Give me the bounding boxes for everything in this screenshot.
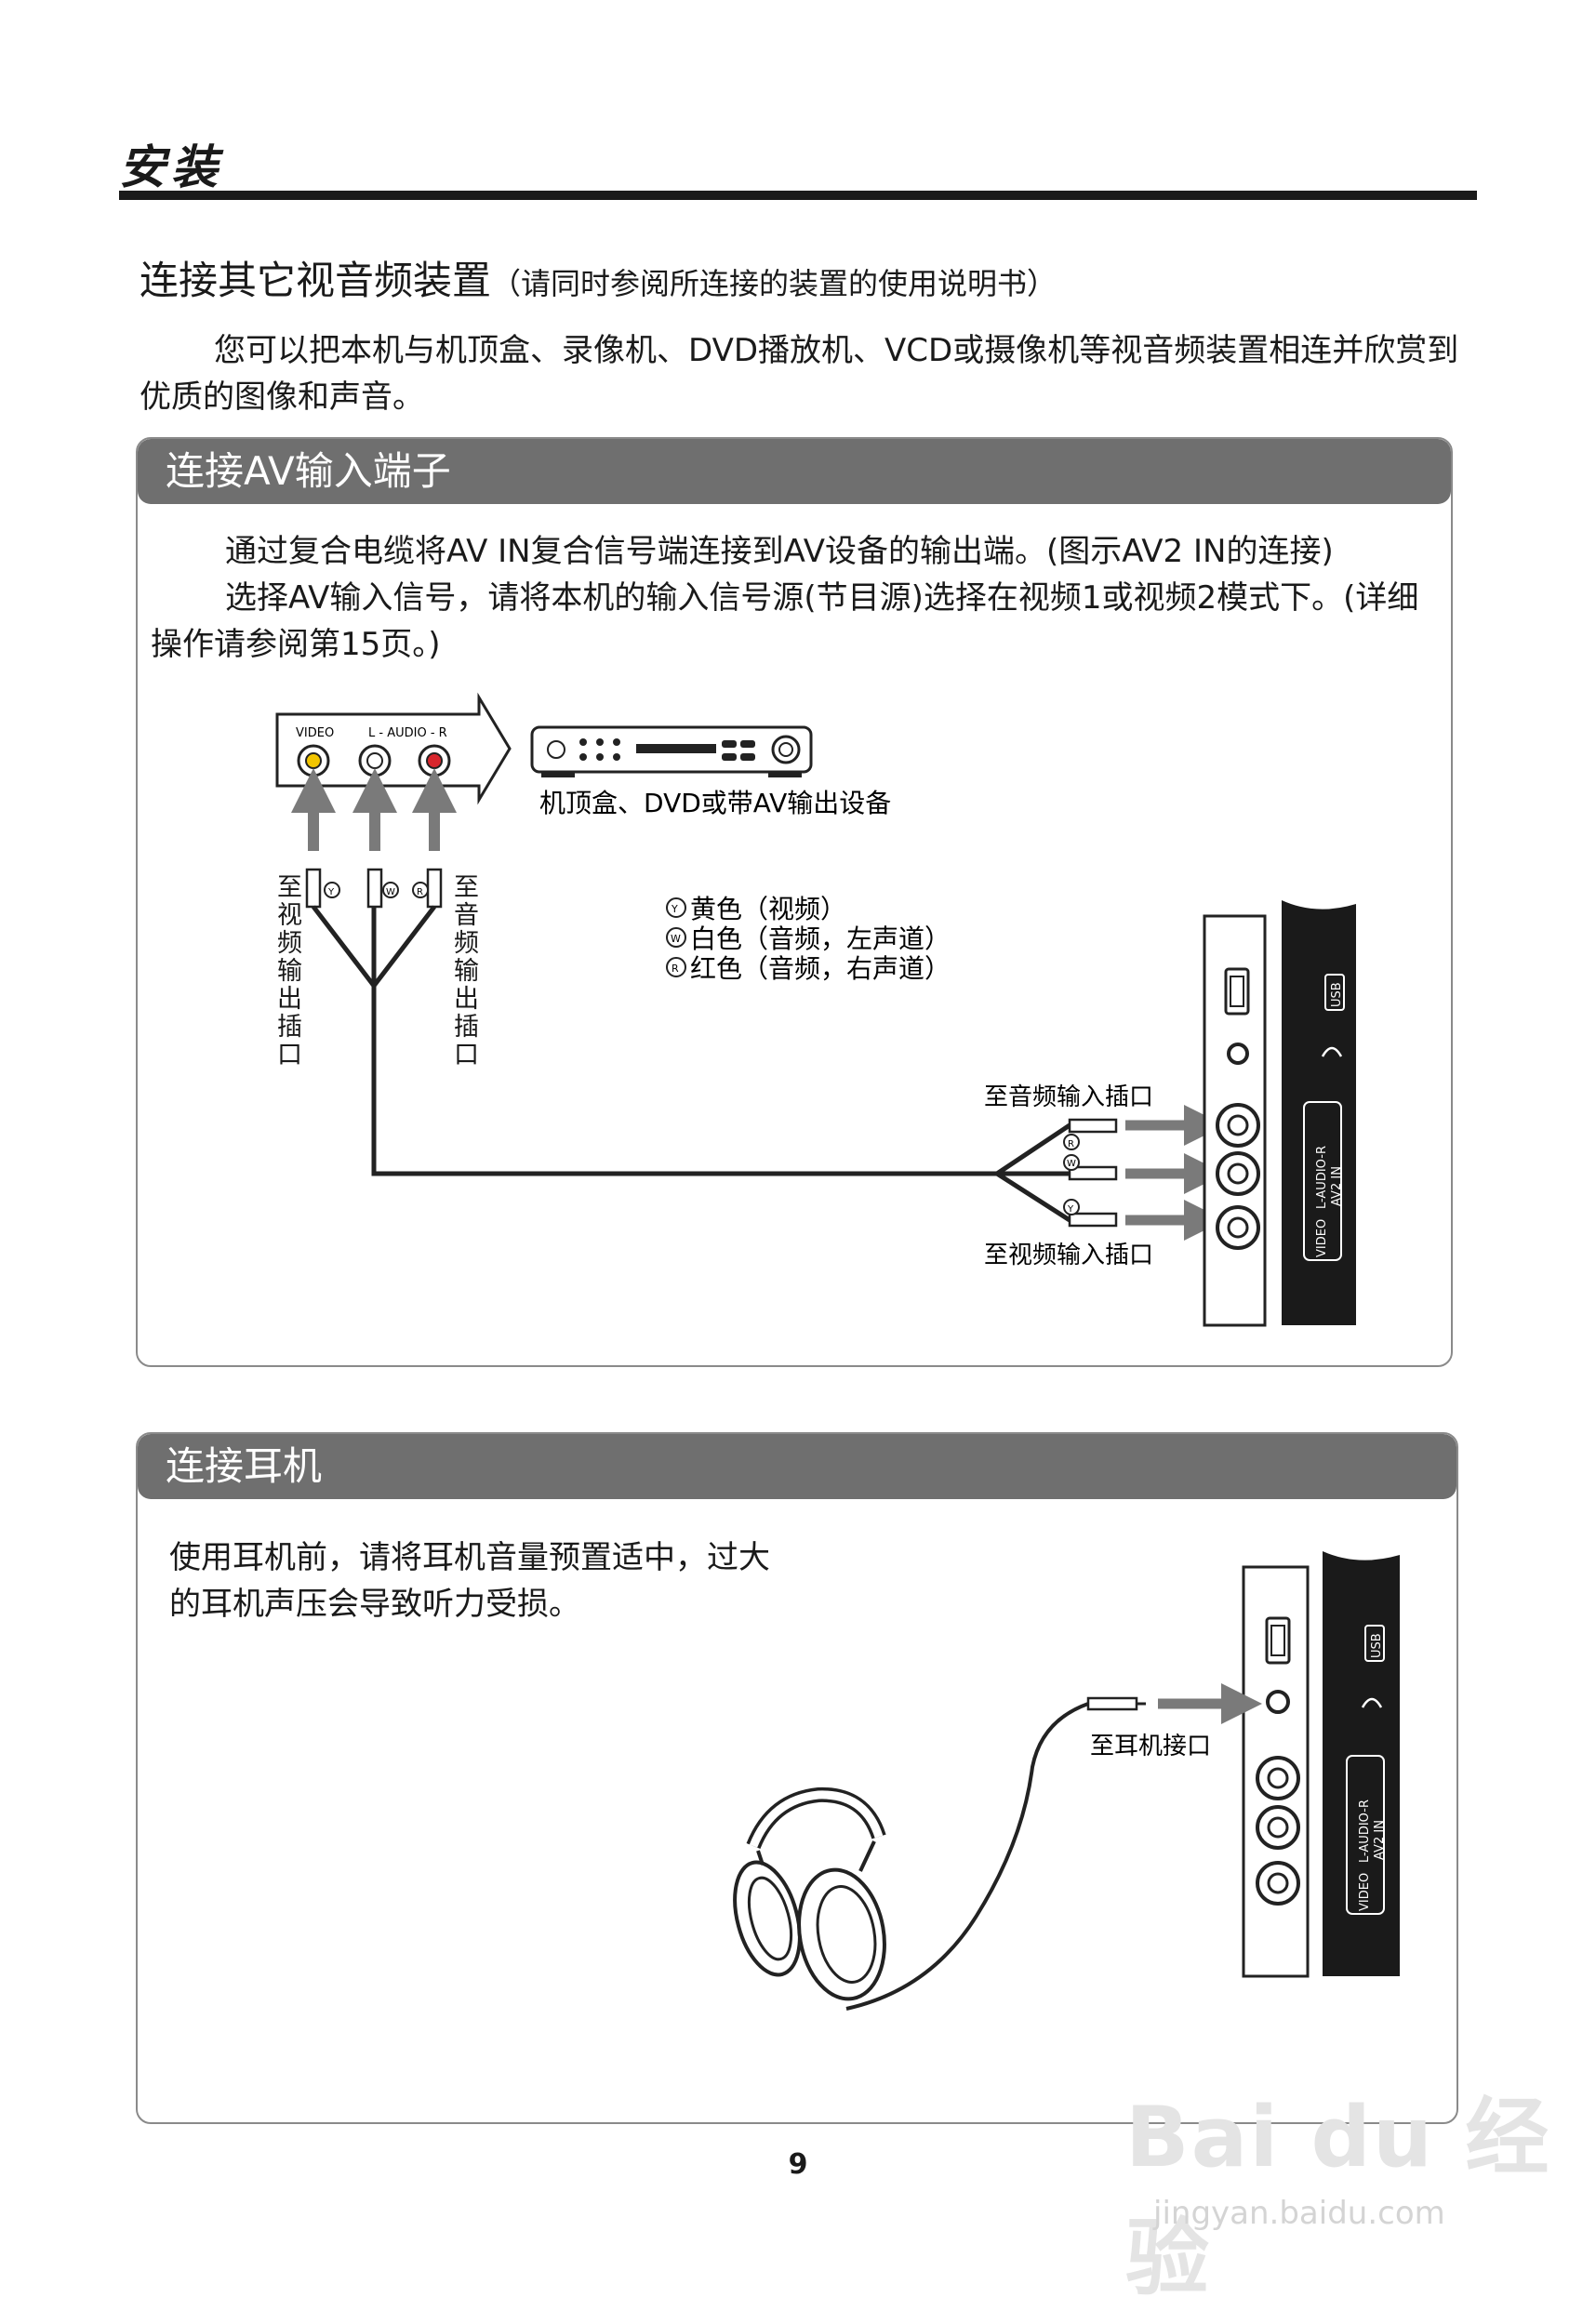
watermark-url: jingyan.baidu.com — [1153, 2195, 1445, 2232]
tv-side-panel-av: USB L-AUDIO-R AV2 IN VIDEO — [1203, 900, 1356, 1327]
page-header-title: 安装 — [119, 139, 223, 194]
av-box-header: 连接AV输入端子 — [138, 439, 1451, 504]
legend-sym-r: R — [672, 963, 679, 975]
header-rule — [119, 191, 1477, 200]
panel-audio-label: L - AUDIO - R — [368, 726, 447, 740]
section-note: （请同时参阅所连接的装置的使用说明书） — [491, 266, 1057, 301]
hp-box-header: 连接耳机 — [138, 1434, 1456, 1499]
tv-av2-label: AV2 IN — [1330, 1166, 1344, 1206]
color-legend: Y 黄色（视频） W 白色（音频，左声道） R 红色（音频，右声道） — [666, 894, 951, 984]
hp-tv-usb-label: USB — [1370, 1633, 1384, 1658]
tv-side-panel-hp: USB L-AUDIO-R AV2 IN VIDEO — [1242, 1551, 1400, 1978]
to-audio-out-label: 至音频输出插口 — [454, 873, 479, 1069]
tv-video-label: VIDEO — [1315, 1219, 1329, 1257]
legend-sym-y: Y — [671, 903, 678, 915]
panel-video-label: VIDEO — [296, 726, 334, 740]
tv-side-plugs: R W Y — [1063, 1118, 1118, 1228]
legend-white: 白色（音频，左声道） — [690, 923, 951, 954]
page-number: 9 — [788, 2148, 808, 2181]
tv-usb-label: USB — [1330, 982, 1344, 1007]
to-video-out-label: 至视频输出插口 — [277, 873, 302, 1069]
sym-r-src: R — [417, 887, 423, 897]
legend-yellow: 黄色（视频） — [690, 894, 846, 924]
headphone-cable — [845, 1702, 1089, 2011]
to-earphone-label: 至耳机接口 — [1090, 1733, 1211, 1760]
dvd-player-device — [530, 725, 813, 777]
sym-r-tv: R — [1068, 1139, 1074, 1149]
legend-sym-w: W — [671, 933, 681, 945]
headphone-box: 连接耳机 使用耳机前，请将耳机音量预置适中，过大 的耳机声压会导致听力受损。 — [136, 1432, 1458, 2124]
earphone-plug — [1086, 1696, 1138, 1711]
hp-tv-audio-label: L-AUDIO-R — [1358, 1800, 1372, 1863]
av-text-line1: 通过复合电缆将AV IN复合信号端连接到AV设备的输出端。(图示AV2 IN的连… — [225, 533, 1334, 570]
legend-red: 红色（音频，右声道） — [690, 953, 951, 984]
sym-w-src: W — [386, 887, 395, 897]
hp-text-line1: 使用耳机前，请将耳机音量预置适中，过大 — [169, 1539, 770, 1576]
hp-text-line2: 的耳机声压会导致听力受损。 — [169, 1586, 580, 1623]
section-title-text: 连接其它视音频装置 — [140, 258, 492, 303]
to-audio-in-label: 至音频输入插口 — [984, 1083, 1153, 1111]
headphones-icon — [733, 1786, 886, 2001]
sym-w-tv: W — [1067, 1159, 1076, 1169]
section-title: 连接其它视音频装置（请同时参阅所连接的装置的使用说明书） — [140, 249, 1057, 306]
hp-tv-av2-label: AV2 IN — [1373, 1820, 1387, 1860]
device-label: 机顶盒、DVD或带AV输出设备 — [539, 788, 891, 818]
hp-tv-video-label: VIDEO — [1358, 1873, 1372, 1911]
sym-y-src: Y — [327, 887, 335, 897]
to-video-in-label: 至视频输入插口 — [984, 1242, 1153, 1269]
tv-audio-label: L-AUDIO-R — [1315, 1146, 1329, 1209]
section-intro: 您可以把本机与机顶盒、录像机、DVD播放机、VCD或摄像机等视音频装置相连并欣赏… — [140, 332, 1459, 416]
av-text-line2: 选择AV输入信号，请将本机的输入信号源(节目源)选择在视频1或视频2模式下。(详… — [151, 579, 1419, 663]
watermark-brand: Bai du 经验 — [1125, 2089, 1551, 2307]
sym-y-tv: Y — [1067, 1204, 1074, 1215]
av-cable — [312, 905, 1071, 1223]
